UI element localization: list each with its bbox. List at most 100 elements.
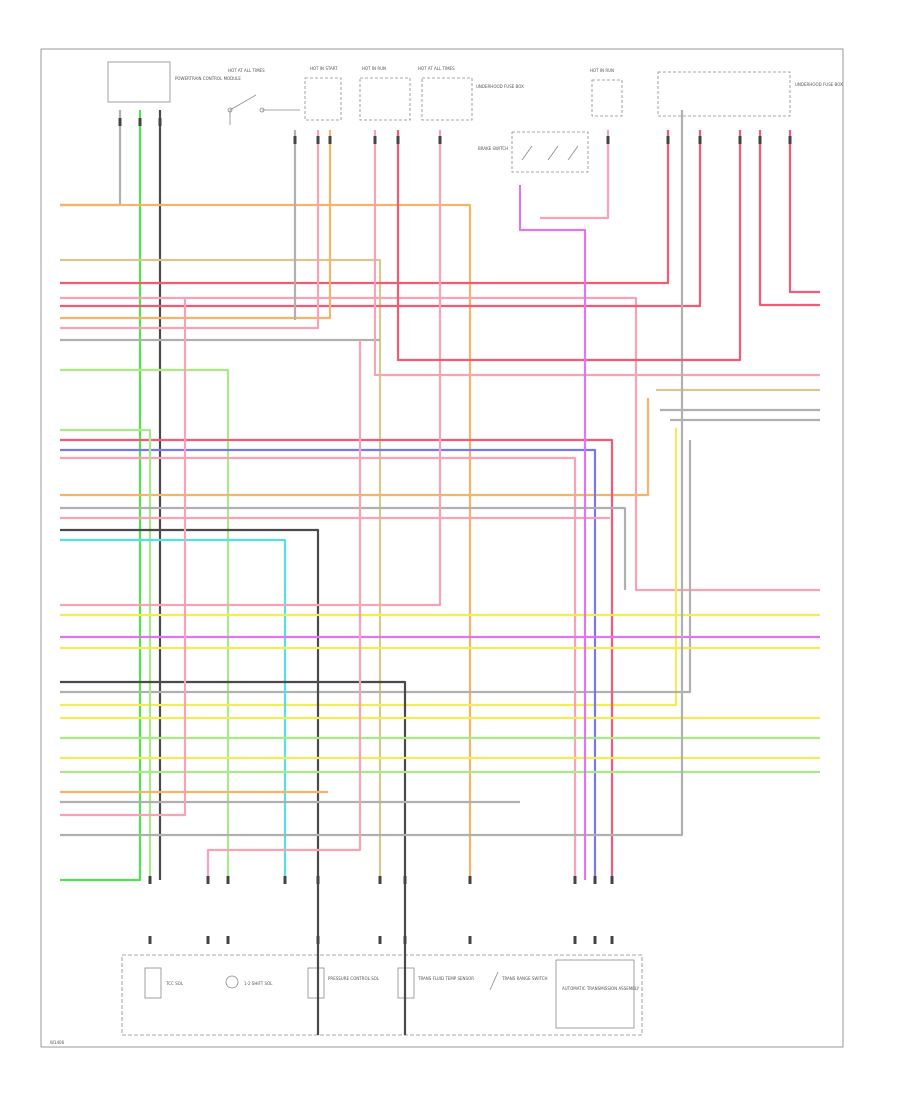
wire-pink	[60, 456, 577, 880]
tcc-label: TCC SOL	[165, 981, 184, 986]
wire-gray	[60, 440, 692, 694]
wire-gray	[60, 506, 627, 590]
wire-violet	[518, 185, 587, 880]
connector-pin	[403, 936, 407, 944]
wire-pink	[60, 130, 320, 330]
wire-red	[60, 130, 670, 285]
trans-assembly-label: AUTOMATIC TRANSMISSION ASSEMBLY	[562, 986, 640, 991]
diagram-border	[40, 48, 844, 1048]
connector-pin	[316, 936, 320, 944]
connector-pin	[148, 876, 152, 884]
connector-pin	[738, 136, 742, 144]
range-switch: TRANS RANGE SWITCH	[489, 971, 548, 991]
fuse-block-4: HOT IN RUN	[590, 68, 623, 117]
page-code: W1406	[50, 1040, 65, 1045]
connector-pin	[378, 936, 382, 944]
connector-pin	[573, 876, 577, 884]
pcs-label: PRESSURE CONTROL SOL	[328, 976, 380, 981]
wire-black	[60, 680, 407, 880]
connector-pin	[396, 136, 400, 144]
connector-pin	[438, 136, 442, 144]
connector-pin	[593, 936, 597, 944]
tft-label: TRANS FLUID TEMP SENSOR	[417, 976, 474, 981]
wire-pink	[60, 298, 187, 817]
shift-solenoid: 1-2 SHIFT SOL	[225, 975, 273, 989]
fuse1-label: HOT IN START	[310, 66, 338, 71]
ignition-hot-label: HOT AT ALL TIMES	[228, 68, 265, 73]
connector-pin	[293, 136, 297, 144]
connector-pin	[373, 136, 377, 144]
wire-red	[758, 130, 820, 307]
connector-pin	[138, 118, 142, 126]
wire-orange	[60, 398, 650, 497]
connector-pin	[758, 136, 762, 144]
brake-switch-label: BRAKE SWITCH	[478, 146, 508, 151]
fuse-block-2: HOT IN RUN	[359, 66, 411, 121]
wire-pink	[60, 296, 820, 592]
connector-pin	[403, 876, 407, 884]
connector-pin	[610, 876, 614, 884]
connector-pin	[606, 136, 610, 144]
connector-pin	[158, 118, 162, 126]
wire-green	[60, 110, 142, 882]
connector-pin	[316, 136, 320, 144]
connector-pin	[206, 876, 210, 884]
wire-lightgreen	[60, 368, 230, 880]
wire-lightgreen	[60, 428, 152, 880]
underhood-fuse-label-1: UNDERHOOD FUSE BOX	[476, 84, 524, 89]
wire-gray	[60, 110, 122, 207]
connector-pin	[468, 876, 472, 884]
wire-pink	[206, 340, 362, 880]
transmission-box	[121, 954, 643, 1036]
range-switch-label: TRANS RANGE SWITCH	[501, 976, 548, 981]
tcc-solenoid: TCC SOL	[144, 967, 184, 999]
wire-red	[60, 130, 702, 308]
wire-layer	[60, 110, 820, 1035]
connector-pin	[316, 876, 320, 884]
fuse-block-1: HOT IN START	[304, 66, 342, 121]
fuse4-label: HOT IN RUN	[590, 68, 614, 73]
wire-cyan	[60, 538, 287, 880]
connector-pin	[328, 136, 332, 144]
fluid-temp-sensor: TRANS FLUID TEMP SENSOR	[397, 967, 474, 999]
wire-orange	[60, 130, 332, 320]
wire-pink	[540, 130, 610, 220]
pressure-control-solenoid: PRESSURE CONTROL SOL	[307, 967, 380, 999]
pcm-label: POWERTRAIN CONTROL MODULE	[175, 76, 241, 81]
connector-pin	[666, 136, 670, 144]
fuse2-label: HOT IN RUN	[362, 66, 386, 71]
connector-pin	[610, 936, 614, 944]
transmission-assembly: AUTOMATIC TRANSMISSION ASSEMBLY	[555, 959, 640, 1029]
wire-blue	[60, 448, 597, 880]
wire-red	[60, 438, 614, 880]
connector-pin	[148, 936, 152, 944]
wire-yellow	[60, 428, 678, 707]
connector-pin	[226, 936, 230, 944]
connector-pin	[593, 876, 597, 884]
connector-pin	[468, 936, 472, 944]
ignition-switch: HOT AT ALL TIMES	[227, 68, 300, 125]
pcm-module: POWERTRAIN CONTROL MODULE	[107, 61, 241, 103]
underhood-fuse-label-2: UNDERHOOD FUSE BOX	[795, 82, 843, 87]
wire-red	[788, 130, 820, 294]
connector-pin	[226, 876, 230, 884]
connector-pin	[698, 136, 702, 144]
wire-gray	[60, 110, 684, 837]
connector-pin	[573, 936, 577, 944]
connector-pin	[206, 936, 210, 944]
fuse3-label: HOT AT ALL TIMES	[418, 66, 455, 71]
underhood-fuse-box: UNDERHOOD FUSE BOX	[657, 71, 843, 117]
wire-red	[396, 130, 742, 362]
connector-pin	[118, 118, 122, 126]
wire-pink	[373, 130, 820, 377]
brake-switch: BRAKE SWITCH	[478, 131, 589, 173]
wire-orange	[60, 203, 472, 880]
shift-sol-label: 1-2 SHIFT SOL	[244, 981, 273, 986]
connector-layer	[118, 118, 792, 944]
connector-pin	[378, 876, 382, 884]
connector-pin	[283, 876, 287, 884]
wire-black	[60, 528, 320, 880]
connector-pin	[788, 136, 792, 144]
wire-pink	[60, 130, 442, 607]
